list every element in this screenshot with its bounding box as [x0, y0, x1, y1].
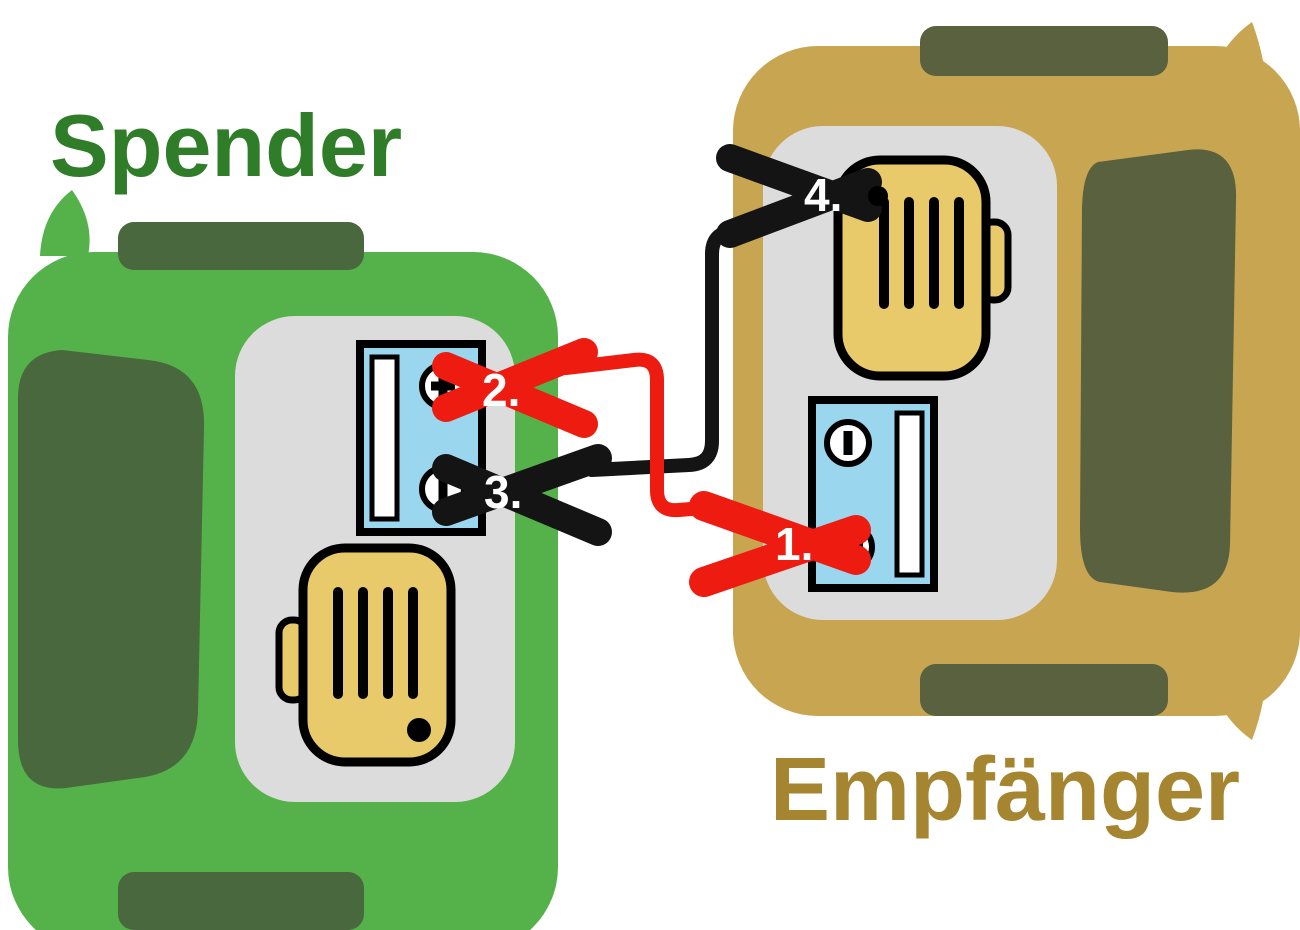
donor-mirror-icon	[40, 190, 90, 256]
receiver-car	[733, 22, 1300, 740]
step-2-label: 2.	[482, 364, 520, 416]
donor-title: Spender	[50, 96, 402, 195]
receiver-bottom-bumper	[920, 664, 1168, 716]
donor-windshield	[18, 350, 205, 789]
ground-point-icon	[868, 186, 888, 206]
donor-bumpers	[18, 222, 364, 930]
receiver-top-bumper	[920, 26, 1168, 76]
clamp-step-3-black: 3.	[432, 444, 612, 546]
step-4-label: 4.	[804, 169, 842, 221]
donor-engine	[275, 543, 456, 767]
clamp-step-4-black: 4.	[716, 144, 888, 248]
receiver-minus-terminal-icon	[824, 419, 872, 467]
receiver-windshield	[1080, 149, 1237, 593]
receiver-title: Empfänger	[770, 740, 1240, 840]
donor-car	[8, 190, 558, 930]
receiver-battery-stripe	[894, 410, 925, 578]
red-jumper-cable	[559, 352, 721, 518]
donor-top-bumper	[118, 222, 364, 270]
receiver-bumpers	[920, 26, 1237, 716]
clamp-step-1-red: 1.	[689, 491, 871, 597]
donor-bottom-bumper	[118, 872, 364, 930]
donor-battery-stripe	[369, 354, 400, 522]
step-1-label: 1.	[775, 518, 813, 570]
black-jumper-cable	[585, 223, 759, 477]
donor-engine-bolt-icon	[407, 718, 431, 742]
step-3-label: 3.	[484, 466, 522, 518]
receiver-engine-ribs-icon	[879, 197, 964, 309]
donor-engine-ribs-icon	[333, 587, 418, 699]
clamp-step-2-red: 2.	[432, 338, 598, 438]
